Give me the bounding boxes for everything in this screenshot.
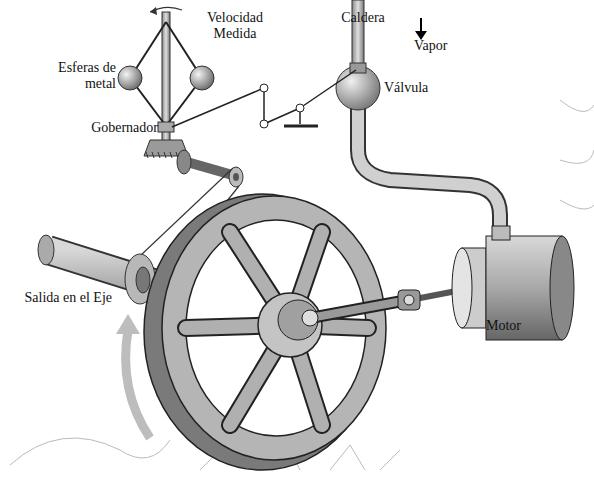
crosshead — [398, 290, 420, 310]
background-scribbles — [10, 100, 594, 470]
cylinder-end — [550, 236, 574, 340]
rotation-arrowhead — [116, 314, 140, 334]
part-label: Velocidad Medida — [196, 10, 274, 42]
crank-disc — [278, 300, 318, 340]
part-label: Gobernador — [60, 120, 158, 136]
cylinder-cover — [452, 248, 472, 328]
flywheel-spokes — [186, 232, 368, 425]
joint — [296, 104, 304, 112]
joint — [260, 84, 268, 92]
steam-inlet — [492, 226, 510, 240]
spoke-outline — [186, 232, 368, 425]
part-label: Caldera — [333, 10, 393, 26]
scribble — [560, 100, 594, 209]
part-label: Salida en el Eje — [20, 290, 112, 306]
part-label: Motor — [486, 318, 546, 334]
shaft-pulley-hub — [136, 267, 150, 293]
link-rod — [172, 88, 264, 127]
ground-bar — [284, 125, 318, 128]
shaft-end — [38, 235, 54, 265]
connecting-rod — [310, 300, 408, 318]
bevel-gear — [177, 150, 191, 174]
link-rod — [264, 108, 300, 124]
spoke — [186, 232, 368, 425]
steam-line-outline — [358, 105, 500, 240]
linkage — [172, 70, 356, 127]
scribble — [10, 438, 170, 465]
crosshead-pin — [404, 295, 414, 305]
part-label: Válvula — [384, 80, 454, 96]
flywheel-hub — [258, 293, 322, 357]
flyball — [190, 66, 214, 90]
joint — [260, 120, 268, 128]
part-label: Vapor — [414, 38, 470, 54]
joints — [260, 84, 304, 128]
link-rod — [300, 70, 356, 108]
steam-line — [358, 105, 500, 240]
rotation-arrowhead — [150, 7, 157, 15]
part-label: Esferas de metal — [26, 60, 116, 92]
flyball — [118, 66, 142, 90]
sliding-collar — [158, 122, 174, 132]
valve-collar — [350, 63, 366, 73]
crank-pin — [302, 310, 318, 326]
link-rod — [263, 88, 265, 124]
pulley-hub — [233, 173, 239, 181]
flywheel-rim — [162, 196, 386, 460]
connecting-rod-outline — [310, 300, 408, 318]
